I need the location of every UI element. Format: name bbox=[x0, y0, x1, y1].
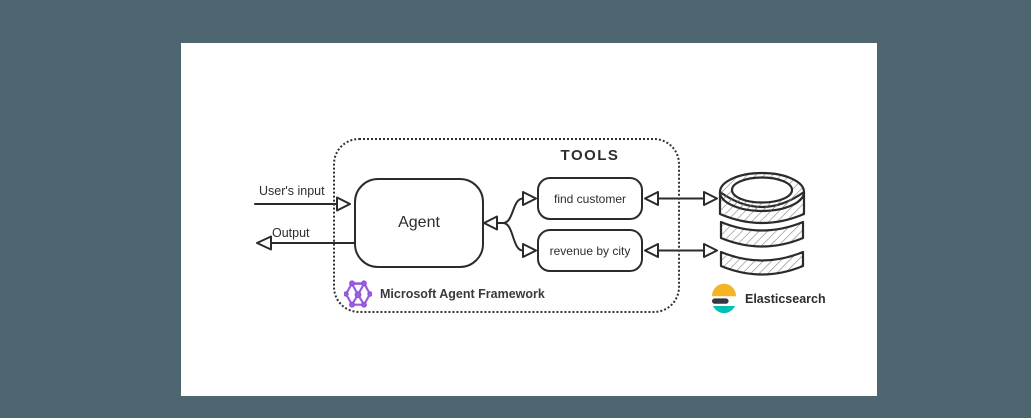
agent-node: Agent bbox=[354, 178, 484, 268]
elasticsearch-icon bbox=[712, 283, 736, 314]
tools-heading: TOOLS bbox=[560, 147, 620, 164]
output-arrowhead-icon bbox=[256, 235, 272, 251]
tool-node-revenue-by-city: revenue by city bbox=[537, 229, 643, 272]
framework-boundary-box bbox=[333, 138, 680, 313]
framework-brand: Microsoft Agent Framework bbox=[344, 280, 545, 308]
db-top-right-arrowhead-icon bbox=[703, 191, 718, 206]
database-cylinder-icon bbox=[718, 171, 806, 276]
users-input-label: User's input bbox=[259, 184, 325, 198]
db-bottom-right-arrowhead-icon bbox=[703, 243, 718, 258]
agent-node-label: Agent bbox=[398, 214, 440, 231]
diagram-card: TOOLS User's input Output Agent find cus… bbox=[181, 43, 877, 396]
elasticsearch-brand-label: Elasticsearch bbox=[745, 292, 826, 306]
output-label: Output bbox=[272, 226, 310, 240]
tool-node-find-customer: find customer bbox=[537, 177, 643, 220]
elasticsearch-brand: Elasticsearch bbox=[711, 283, 826, 315]
tool-node-label: revenue by city bbox=[549, 243, 631, 258]
framework-brand-label: Microsoft Agent Framework bbox=[380, 287, 545, 301]
tool-node-label: find customer bbox=[553, 191, 627, 206]
microsoft-agent-framework-icon bbox=[344, 280, 372, 308]
